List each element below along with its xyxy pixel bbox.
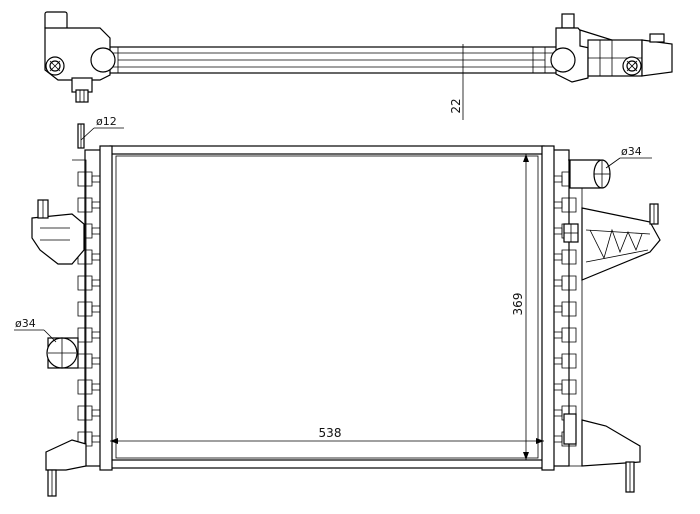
right-inlet-pipe — [569, 159, 611, 189]
height-dimension: 369 — [511, 154, 529, 460]
outlet-diameter-label: ø34 — [15, 317, 36, 330]
width-dimension: 538 — [110, 426, 544, 444]
top-view-right-tank — [550, 13, 673, 83]
left-outlet-pipe — [46, 337, 79, 369]
pin-diameter-label: ø12 — [96, 115, 117, 128]
depth-dimension-label: 22 — [449, 98, 463, 113]
radiator-front-view: 538 369 ø12 ø34 ø34 — [14, 115, 661, 497]
inlet-diameter-label: ø34 — [621, 145, 642, 158]
depth-dimension: 22 — [449, 44, 470, 120]
outlet-diameter-callout: ø34 — [14, 317, 57, 343]
right-tank — [541, 145, 661, 493]
right-mounting-bracket — [563, 203, 661, 281]
radiator-top-view: 22 — [44, 11, 673, 120]
left-tank — [31, 123, 113, 497]
width-dimension-label: 538 — [319, 426, 342, 440]
pin-diameter-callout: ø12 — [80, 115, 124, 141]
inlet-diameter-callout: ø34 — [605, 145, 652, 169]
height-dimension-label: 369 — [511, 293, 525, 316]
top-view-left-tank — [44, 11, 116, 103]
radiator-core — [109, 149, 545, 465]
